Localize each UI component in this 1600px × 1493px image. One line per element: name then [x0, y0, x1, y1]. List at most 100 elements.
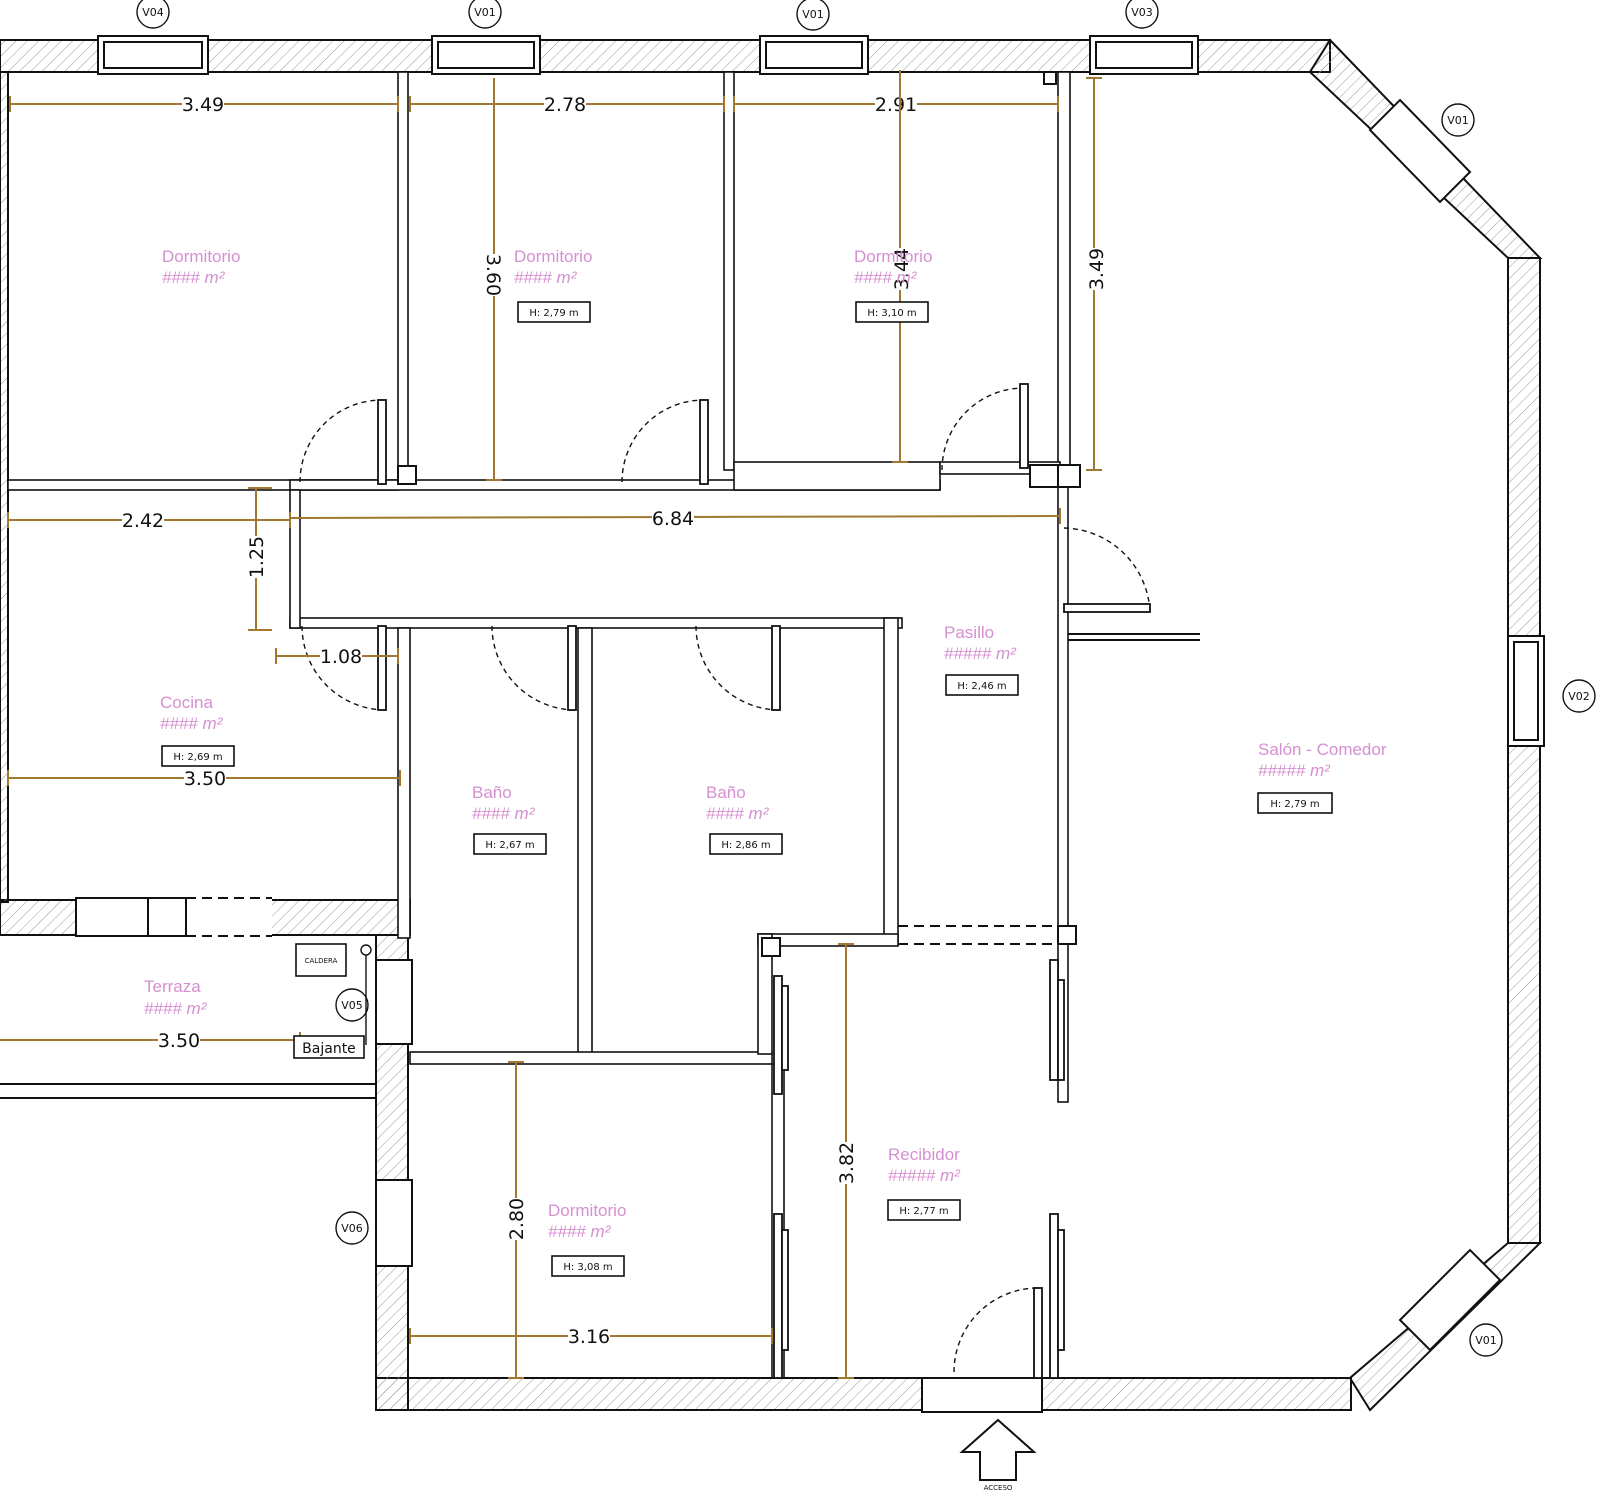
svg-text:Terraza: Terraza — [144, 977, 201, 996]
dimension: 3.50 — [7, 766, 401, 790]
door — [1063, 527, 1151, 613]
column — [1057, 925, 1077, 945]
svg-text:H: 3,08 m: H: 3,08 m — [563, 1262, 612, 1273]
sliding-door — [773, 975, 783, 1095]
dimension: 2.91 — [733, 92, 1059, 116]
svg-text:H: 3,10 m: H: 3,10 m — [867, 308, 916, 319]
exterior-wall-bottom — [375, 1377, 1352, 1411]
svg-text:V06: V06 — [341, 1222, 363, 1235]
door — [941, 383, 1029, 471]
sliding-door — [1057, 1229, 1065, 1351]
room-label: Dormitorio #### m² — [162, 247, 240, 287]
room-label: Dormitorio #### m² H: 3,10 m — [854, 247, 932, 323]
svg-text:1.08: 1.08 — [320, 646, 362, 668]
window-tag: V02 — [1562, 679, 1596, 713]
svg-text:2.78: 2.78 — [544, 94, 586, 116]
partition — [409, 1051, 773, 1065]
svg-text:##### m²: ##### m² — [1258, 761, 1331, 780]
svg-text:Dormitorio: Dormitorio — [514, 247, 592, 266]
column — [1043, 71, 1057, 85]
boiler: CALDERA — [295, 943, 372, 1045]
partition — [1057, 71, 1071, 478]
window-glass — [765, 41, 863, 69]
svg-text:6.84: 6.84 — [652, 508, 694, 530]
dimension: 3.50 — [0, 1028, 301, 1052]
svg-text:#### m²: #### m² — [472, 804, 536, 823]
svg-text:#### m²: #### m² — [144, 999, 208, 1018]
window — [375, 959, 413, 1045]
window-glass — [437, 41, 535, 69]
window-glass — [1513, 641, 1539, 741]
sliding-door — [781, 1229, 789, 1351]
window-tag: V06 — [335, 1211, 369, 1245]
sliding-door — [1057, 979, 1065, 1081]
window-tag: V05 — [335, 988, 369, 1022]
sliding-door — [773, 1213, 783, 1379]
door — [621, 399, 709, 485]
room-label: Baño #### m² H: 2,86 m — [706, 783, 783, 855]
partition — [723, 71, 735, 471]
svg-text:3.49: 3.49 — [1086, 248, 1108, 290]
dimension: 2.80 — [504, 1061, 528, 1379]
drainpipe-label: Bajante — [293, 1035, 365, 1059]
window-tag: V01 — [796, 0, 830, 31]
partition — [883, 617, 899, 945]
svg-text:#### m²: #### m² — [854, 268, 918, 287]
room-label: Dormitorio #### m² H: 2,79 m — [514, 247, 592, 323]
svg-text:V03: V03 — [1131, 6, 1153, 19]
svg-text:Baño: Baño — [472, 783, 512, 802]
svg-text:V02: V02 — [1568, 690, 1590, 703]
svg-text:3.82: 3.82 — [836, 1142, 858, 1184]
door — [695, 625, 781, 711]
svg-text:Dormitorio: Dormitorio — [548, 1201, 626, 1220]
svg-text:Dormitorio: Dormitorio — [854, 247, 932, 266]
door — [299, 399, 387, 485]
svg-text:Baño: Baño — [706, 783, 746, 802]
room-label: Recibidor ##### m² H: 2,77 m — [887, 1145, 961, 1221]
dimension: 3.60 — [482, 78, 506, 481]
column — [1029, 464, 1059, 488]
door — [301, 625, 387, 711]
svg-text:##### m²: ##### m² — [944, 644, 1017, 663]
svg-text:V01: V01 — [1475, 1334, 1497, 1347]
window-glass — [103, 41, 203, 69]
room-label: Terraza #### m² — [144, 977, 208, 1018]
svg-text:Recibidor: Recibidor — [888, 1145, 960, 1164]
sliding-door — [1049, 959, 1059, 1081]
sliding-door — [1049, 1213, 1059, 1379]
svg-text:2.91: 2.91 — [875, 94, 917, 116]
svg-text:V05: V05 — [341, 999, 363, 1012]
svg-text:3.60: 3.60 — [482, 254, 504, 296]
window-glass — [1095, 41, 1193, 69]
svg-text:3.50: 3.50 — [158, 1030, 200, 1052]
svg-text:H: 2,69 m: H: 2,69 m — [173, 752, 222, 763]
dimension: 1.08 — [275, 644, 399, 668]
svg-text:Dormitorio: Dormitorio — [162, 247, 240, 266]
partition — [733, 461, 941, 491]
door — [491, 625, 577, 711]
partition — [289, 489, 301, 629]
svg-text:1.25: 1.25 — [246, 536, 268, 578]
svg-text:Cocina: Cocina — [160, 693, 213, 712]
svg-text:3.44: 3.44 — [891, 248, 913, 290]
dimension: 3.49 — [1084, 77, 1108, 471]
window-tag: V03 — [1125, 0, 1159, 29]
svg-text:V01: V01 — [474, 6, 496, 19]
partition — [1057, 476, 1069, 938]
entrance-door — [921, 1377, 1043, 1413]
window — [1368, 98, 1472, 204]
svg-text:3.16: 3.16 — [568, 1326, 610, 1348]
svg-text:CALDERA: CALDERA — [305, 957, 338, 965]
entrance-arrow-icon: ACCESO — [959, 1418, 1037, 1492]
svg-text:H: 2,77 m: H: 2,77 m — [899, 1206, 948, 1217]
sliding-door — [781, 985, 789, 1071]
dimension: 3.82 — [834, 943, 858, 1379]
partition — [397, 71, 409, 485]
svg-text:H: 2,79 m: H: 2,79 m — [529, 308, 578, 319]
svg-text:#### m²: #### m² — [706, 804, 770, 823]
room-label: Salón - Comedor ##### m² H: 2,79 m — [1257, 740, 1387, 814]
svg-text:H: 2,67 m: H: 2,67 m — [485, 840, 534, 851]
partition — [397, 627, 411, 939]
partition — [757, 933, 773, 1055]
exterior-wall-right — [1507, 257, 1541, 1244]
